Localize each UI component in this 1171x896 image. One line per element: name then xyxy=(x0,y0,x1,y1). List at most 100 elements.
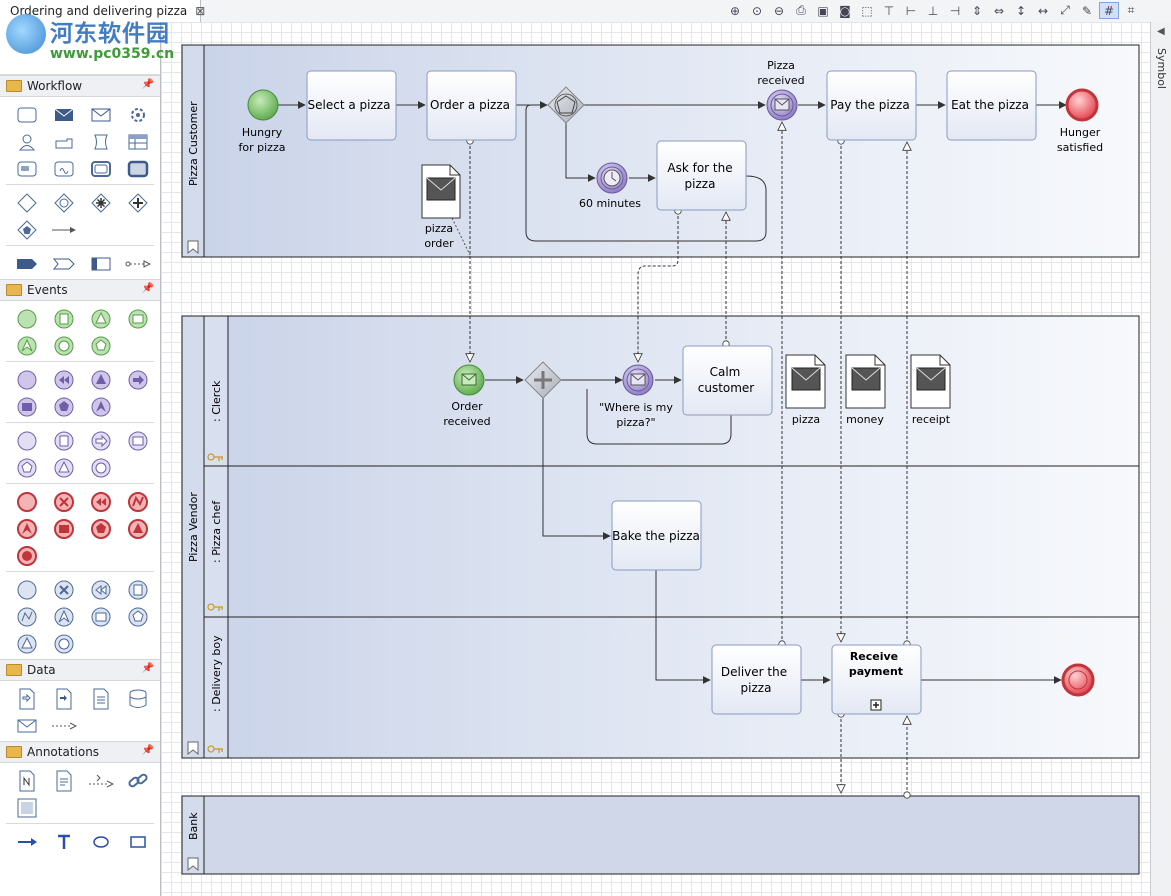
intermediate-signal-tool[interactable] xyxy=(82,366,119,393)
intermediate-event-tool[interactable] xyxy=(8,366,45,393)
intermediate-compensation-tool[interactable] xyxy=(45,366,82,393)
boundary-multiple-tool[interactable] xyxy=(119,603,156,630)
boundary-conditional-tool[interactable] xyxy=(119,576,156,603)
sequence-flow-tool[interactable] xyxy=(45,216,82,243)
pen-icon[interactable]: ✎ xyxy=(1081,3,1093,18)
rectangle-tool[interactable] xyxy=(119,828,156,855)
association-tool[interactable] xyxy=(82,767,119,794)
close-tab-icon[interactable]: ⊠ xyxy=(195,4,206,18)
snapshot-icon[interactable]: ◙ xyxy=(839,3,851,18)
palette-section-events[interactable]: Events 📌 xyxy=(0,279,160,301)
lane-delivery-boy[interactable]: : Delivery boy xyxy=(203,616,1140,759)
task-order-pizza[interactable]: Order a pizza xyxy=(426,70,517,141)
parallel-gateway[interactable] xyxy=(524,361,562,399)
end-event-hunger-satisfied[interactable]: Hunger satisfied xyxy=(1057,88,1103,154)
align-top-icon[interactable]: ⊤ xyxy=(883,3,895,18)
task-calm-customer[interactable]: Calm customer xyxy=(682,345,773,416)
link-icon[interactable] xyxy=(119,767,156,794)
lane-tool[interactable] xyxy=(82,250,119,277)
pin-icon[interactable]: 📌 xyxy=(141,745,154,756)
zoom-reset-icon[interactable]: ⊙ xyxy=(751,3,763,18)
send-task-tool[interactable] xyxy=(45,101,82,128)
message-flow-tool[interactable] xyxy=(119,250,156,277)
task-deliver-pizza[interactable]: Deliver the pizza xyxy=(711,644,802,715)
start-conditional-tool[interactable] xyxy=(45,305,82,332)
intermediate-link-tool[interactable] xyxy=(119,366,156,393)
task-select-pizza[interactable]: Select a pizza xyxy=(306,70,397,141)
exclusive-gateway-tool[interactable] xyxy=(8,189,45,216)
task-eat-pizza[interactable]: Eat the pizza xyxy=(946,70,1037,141)
event-gateway-tool[interactable] xyxy=(8,216,45,243)
start-signal-tool[interactable] xyxy=(82,305,119,332)
data-input-tool[interactable] xyxy=(8,685,45,712)
end-multiple-tool[interactable] xyxy=(82,515,119,542)
end-cancel-tool[interactable] xyxy=(45,488,82,515)
end-terminate-tool[interactable] xyxy=(8,542,45,569)
pin-icon[interactable]: 📌 xyxy=(141,663,154,674)
boundary-message-tool[interactable] xyxy=(82,603,119,630)
event-based-gateway[interactable] xyxy=(547,86,585,124)
subprocess-tool[interactable] xyxy=(8,155,45,182)
catch-timer-tool[interactable] xyxy=(82,454,119,481)
start-event-order-received[interactable]: Order received xyxy=(443,364,491,428)
chevron-tool[interactable] xyxy=(8,250,45,277)
inclusive-gateway-tool[interactable] xyxy=(45,189,82,216)
call-activity-tool[interactable] xyxy=(119,155,156,182)
snap-icon[interactable]: ⌗ xyxy=(1127,3,1135,17)
boundary-error-tool[interactable] xyxy=(8,603,45,630)
complex-gateway-tool[interactable] xyxy=(82,189,119,216)
zoom-out-icon[interactable]: ⊖ xyxy=(773,3,785,18)
task-pay-pizza[interactable]: Pay the pizza xyxy=(826,70,917,141)
align-left-icon[interactable]: ⊢ xyxy=(905,3,917,18)
symbol-panel[interactable]: ◀ Symbol xyxy=(1150,22,1171,896)
start-event-hungry[interactable]: Hungry for pizza xyxy=(239,89,286,154)
boundary-cancel-tool[interactable] xyxy=(45,576,82,603)
message-pizza[interactable]: pizza xyxy=(785,354,826,426)
intermediate-escalation-tool[interactable] xyxy=(82,393,119,420)
catch-event-tool[interactable] xyxy=(8,427,45,454)
align-right-icon[interactable]: ⊣ xyxy=(949,3,961,18)
message-money[interactable]: money xyxy=(845,354,886,426)
grid-icon[interactable]: # xyxy=(1099,2,1119,19)
pool-bank[interactable]: Bank xyxy=(181,795,1140,875)
data-association-tool[interactable] xyxy=(45,712,82,739)
end-message-tool[interactable] xyxy=(45,515,82,542)
boundary-signal-tool[interactable] xyxy=(8,630,45,657)
boundary-event-tool[interactable] xyxy=(8,576,45,603)
end-event-tool[interactable] xyxy=(8,488,45,515)
chevron-arrow-tool[interactable] xyxy=(45,250,82,277)
catch-link-tool[interactable] xyxy=(82,427,119,454)
end-escalation-tool[interactable] xyxy=(8,515,45,542)
data-output-tool[interactable] xyxy=(45,685,82,712)
align-bottom-icon[interactable]: ⊥ xyxy=(927,3,939,18)
boundary-timer-tool[interactable] xyxy=(45,630,82,657)
note-tool[interactable] xyxy=(8,767,45,794)
loop-task-tool[interactable] xyxy=(45,155,82,182)
size-h-icon[interactable]: ↔ xyxy=(1037,3,1049,18)
expand-icon[interactable] xyxy=(870,699,882,711)
boundary-escalation-tool[interactable] xyxy=(45,603,82,630)
service-task-tool[interactable] xyxy=(119,101,156,128)
end-signal-tool[interactable] xyxy=(119,515,156,542)
end-compensation-tool[interactable] xyxy=(82,488,119,515)
transaction-tool[interactable] xyxy=(82,155,119,182)
data-store-tool[interactable] xyxy=(119,685,156,712)
palette-section-workflow[interactable]: Workflow 📌 xyxy=(0,75,160,97)
manual-task-tool[interactable] xyxy=(45,128,82,155)
task-ask-pizza[interactable]: Ask for the pizza xyxy=(656,140,747,211)
end-error-tool[interactable] xyxy=(119,488,156,515)
receive-task-tool[interactable] xyxy=(82,101,119,128)
start-multiple-tool[interactable] xyxy=(82,332,119,359)
intermediate-event-pizza-received[interactable]: Pizza received xyxy=(757,59,805,121)
boundary-compensation-tool[interactable] xyxy=(82,576,119,603)
zoom-in-icon[interactable]: ⊕ xyxy=(729,3,741,18)
print-icon[interactable]: ⎙ xyxy=(796,3,806,17)
text-annotation-tool[interactable] xyxy=(45,767,82,794)
select-icon[interactable]: ⬚ xyxy=(861,3,873,18)
timer-event-60-minutes[interactable]: 60 minutes xyxy=(579,162,641,210)
palette-section-data[interactable]: Data 📌 xyxy=(0,659,160,681)
image-tool[interactable] xyxy=(8,794,45,821)
size-both-icon[interactable]: ⤢ xyxy=(1060,3,1070,17)
ellipse-tool[interactable] xyxy=(82,828,119,855)
pin-icon[interactable]: 📌 xyxy=(141,283,154,294)
